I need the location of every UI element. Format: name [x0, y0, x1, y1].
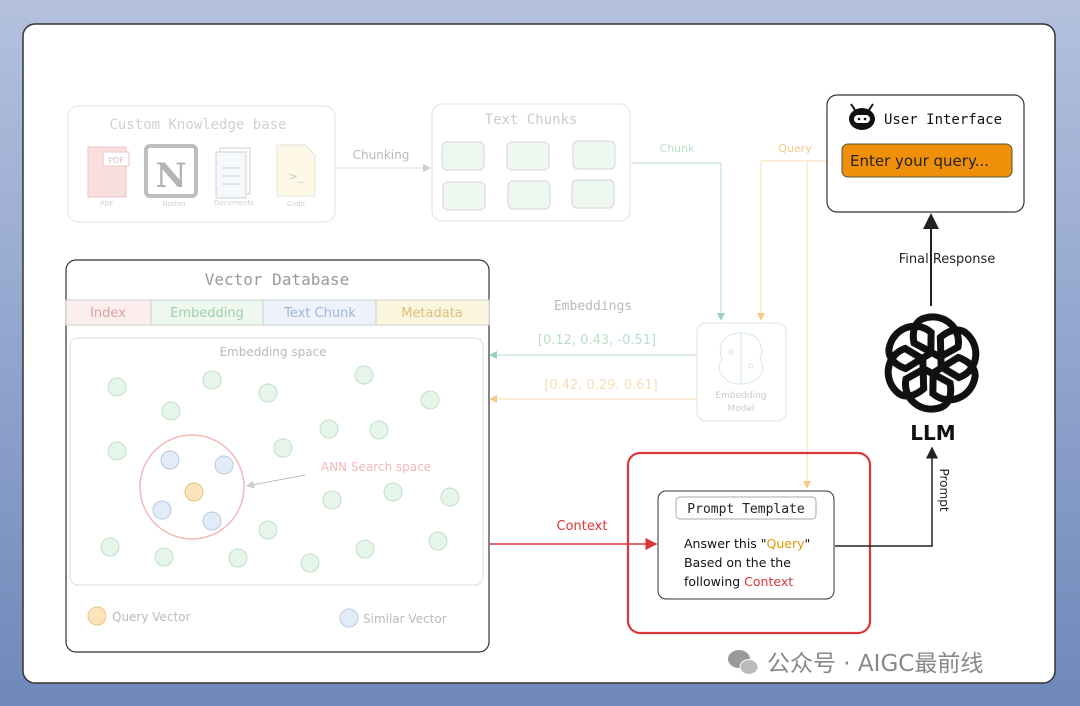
robot-icon: [849, 103, 875, 130]
similar-vector-point: [152, 500, 172, 520]
vector-database-box: Vector Database Index Embedding Text Chu…: [65, 259, 490, 653]
embedding-space: [69, 337, 484, 586]
vector-point: [319, 419, 339, 439]
query-input-placeholder: Enter your query...: [850, 152, 989, 170]
watermark: 公众号 · AIGC最前线: [728, 650, 983, 677]
vector-db-title: Vector Database: [205, 270, 350, 289]
documents-icon: [215, 147, 251, 199]
ann-search-circle: [139, 434, 245, 540]
vector-point: [100, 537, 120, 557]
svg-text:Embedding: Embedding: [170, 306, 244, 321]
vector-point: [355, 539, 375, 559]
brain-icon: [718, 332, 764, 385]
svg-text:>_: >_: [289, 170, 304, 183]
openai-logo-icon: [879, 317, 985, 409]
vector-point: [107, 377, 127, 397]
similar-vector-legend: Similar Vector: [363, 612, 447, 626]
svg-text:following Context: following Context: [684, 574, 793, 589]
text-chunks-title: Text Chunks: [485, 112, 578, 128]
notion-label: Notion: [163, 200, 186, 208]
column-metadata: [375, 299, 490, 326]
knowledge-base-title: Custom Knowledge base: [109, 117, 286, 133]
prompt-template-box: Prompt Template Answer this "Query" Base…: [657, 490, 835, 600]
vector1-label: [0.12, 0.43, -0.51]: [538, 333, 656, 348]
vector-point: [428, 531, 448, 551]
pdf-icon: PDF: [87, 146, 130, 198]
svg-text:Model: Model: [727, 404, 754, 414]
svg-text:Answer this "Query": Answer this "Query": [684, 536, 810, 551]
pdf-label: PDF: [100, 200, 114, 208]
text-chunks-box: Text Chunks: [431, 103, 631, 222]
similar-vector-point: [160, 450, 180, 470]
svg-text:Text Chunk: Text Chunk: [283, 306, 356, 321]
vector-point: [258, 383, 278, 403]
chunking-label: Chunking: [353, 148, 410, 162]
notion-icon: N: [144, 144, 198, 198]
vector-point: [202, 370, 222, 390]
prompt-highlight-box: [626, 451, 872, 635]
vector-point: [354, 365, 374, 385]
column-embedding: [150, 299, 264, 326]
similar-vector-point: [202, 511, 222, 531]
chunk-arrow: [631, 162, 725, 321]
column-index: [65, 299, 152, 326]
user-interface-box: User Interface Enter your query...: [826, 94, 1025, 213]
vector-point: [420, 390, 440, 410]
prompt-template-title: Prompt Template: [687, 502, 805, 517]
vector-point: [383, 482, 403, 502]
vector-point: [154, 547, 174, 567]
query-input[interactable]: [841, 143, 1013, 178]
vector-point: [107, 441, 127, 461]
embedding-model-box: Embedding Model: [696, 322, 787, 422]
vector-point: [273, 438, 293, 458]
similar-vector-legend-dot: [339, 608, 359, 628]
vector-point: [228, 548, 248, 568]
prompt-label: Prompt: [937, 468, 951, 511]
svg-text:Embedding: Embedding: [715, 391, 766, 401]
vector-point: [161, 401, 181, 421]
user-interface-title: User Interface: [884, 112, 1002, 128]
query-arrow-embed: [757, 160, 827, 321]
vector2-label: [0.42, 0.29, 0.61]: [544, 378, 658, 393]
ann-search-label: ANN Search space: [321, 460, 431, 474]
documents-label: Documents: [214, 199, 254, 207]
query-vector-point: [184, 482, 204, 502]
svg-text:公众号 · AIGC最前线: 公众号 · AIGC最前线: [767, 651, 983, 677]
embedding-space-label: Embedding space: [219, 345, 326, 359]
svg-text:Index: Index: [90, 306, 126, 321]
query-label: Query: [778, 142, 812, 155]
similar-vector-point: [214, 455, 234, 475]
final-response-label: Final Response: [899, 252, 996, 267]
prompt-arrow: [835, 446, 938, 547]
svg-text:Metadata: Metadata: [401, 306, 463, 321]
code-icon: >_: [276, 144, 316, 197]
embedding-points: [100, 365, 460, 573]
llm-label: LLM: [910, 421, 955, 445]
chunk-label: Chunk: [660, 142, 696, 155]
vector-point: [258, 520, 278, 540]
query-vector-legend: Query Vector: [112, 610, 191, 624]
chunk-tiles: [441, 140, 616, 211]
vector-point: [300, 553, 320, 573]
wechat-icon: [728, 650, 759, 675]
svg-text:PDF: PDF: [108, 156, 124, 165]
vector-point: [322, 490, 342, 510]
query-vector-legend-dot: [87, 606, 107, 626]
knowledge-base-box: Custom Knowledge base PDF PDF N Notion D…: [67, 105, 336, 223]
vector-point: [369, 420, 389, 440]
svg-text:N: N: [155, 156, 186, 196]
svg-text:Based on the the: Based on the the: [684, 555, 791, 570]
code-label: Code: [287, 200, 305, 208]
vector-point: [440, 487, 460, 507]
column-text-chunk: [262, 299, 377, 326]
embeddings-label: Embeddings: [554, 299, 632, 314]
context-label: Context: [557, 519, 608, 534]
